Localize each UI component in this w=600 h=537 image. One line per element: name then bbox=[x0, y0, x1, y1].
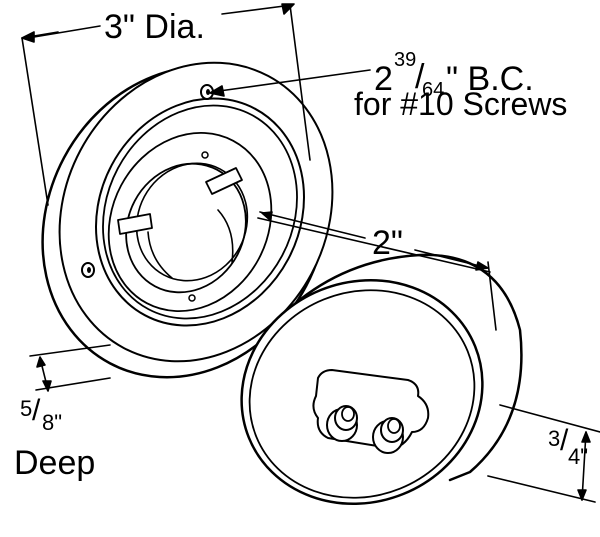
bolt-circle-slash: / bbox=[415, 58, 425, 96]
depth-numerator: 5 bbox=[20, 396, 33, 421]
lens-depth-numerator: 3 bbox=[548, 426, 561, 451]
diameter-label: 3" Dia. bbox=[104, 8, 205, 46]
depth-denominator: 8" bbox=[42, 410, 63, 435]
terminal-post bbox=[326, 405, 358, 442]
depth-label: 5 / 8" Deep bbox=[14, 394, 114, 484]
lens-depth-label: 3 / 4" bbox=[540, 424, 600, 484]
lens-diameter-label: 2" bbox=[372, 224, 403, 262]
bolt-circle-numerator: 39 bbox=[394, 49, 417, 71]
bolt-circle-suffix: " B.C. bbox=[446, 60, 534, 98]
screw-label: for #10 Screws bbox=[354, 86, 568, 122]
lens-depth-denominator: 4" bbox=[568, 444, 589, 469]
bolt-circle-label: 2 39 / 64 " B.C. bbox=[374, 40, 594, 120]
mounting-flange bbox=[41, 61, 334, 379]
bolt-circle-whole: 2 bbox=[374, 60, 393, 98]
lamp-body bbox=[240, 253, 523, 506]
terminal-post bbox=[372, 417, 404, 454]
bolt-circle-denominator: 64 bbox=[422, 79, 445, 101]
lens-depth-slash: / bbox=[560, 424, 569, 457]
dimension-lines bbox=[21, 3, 600, 503]
depth-word: Deep bbox=[14, 444, 96, 482]
depth-slash: / bbox=[32, 394, 41, 427]
screw-hole bbox=[81, 262, 95, 278]
